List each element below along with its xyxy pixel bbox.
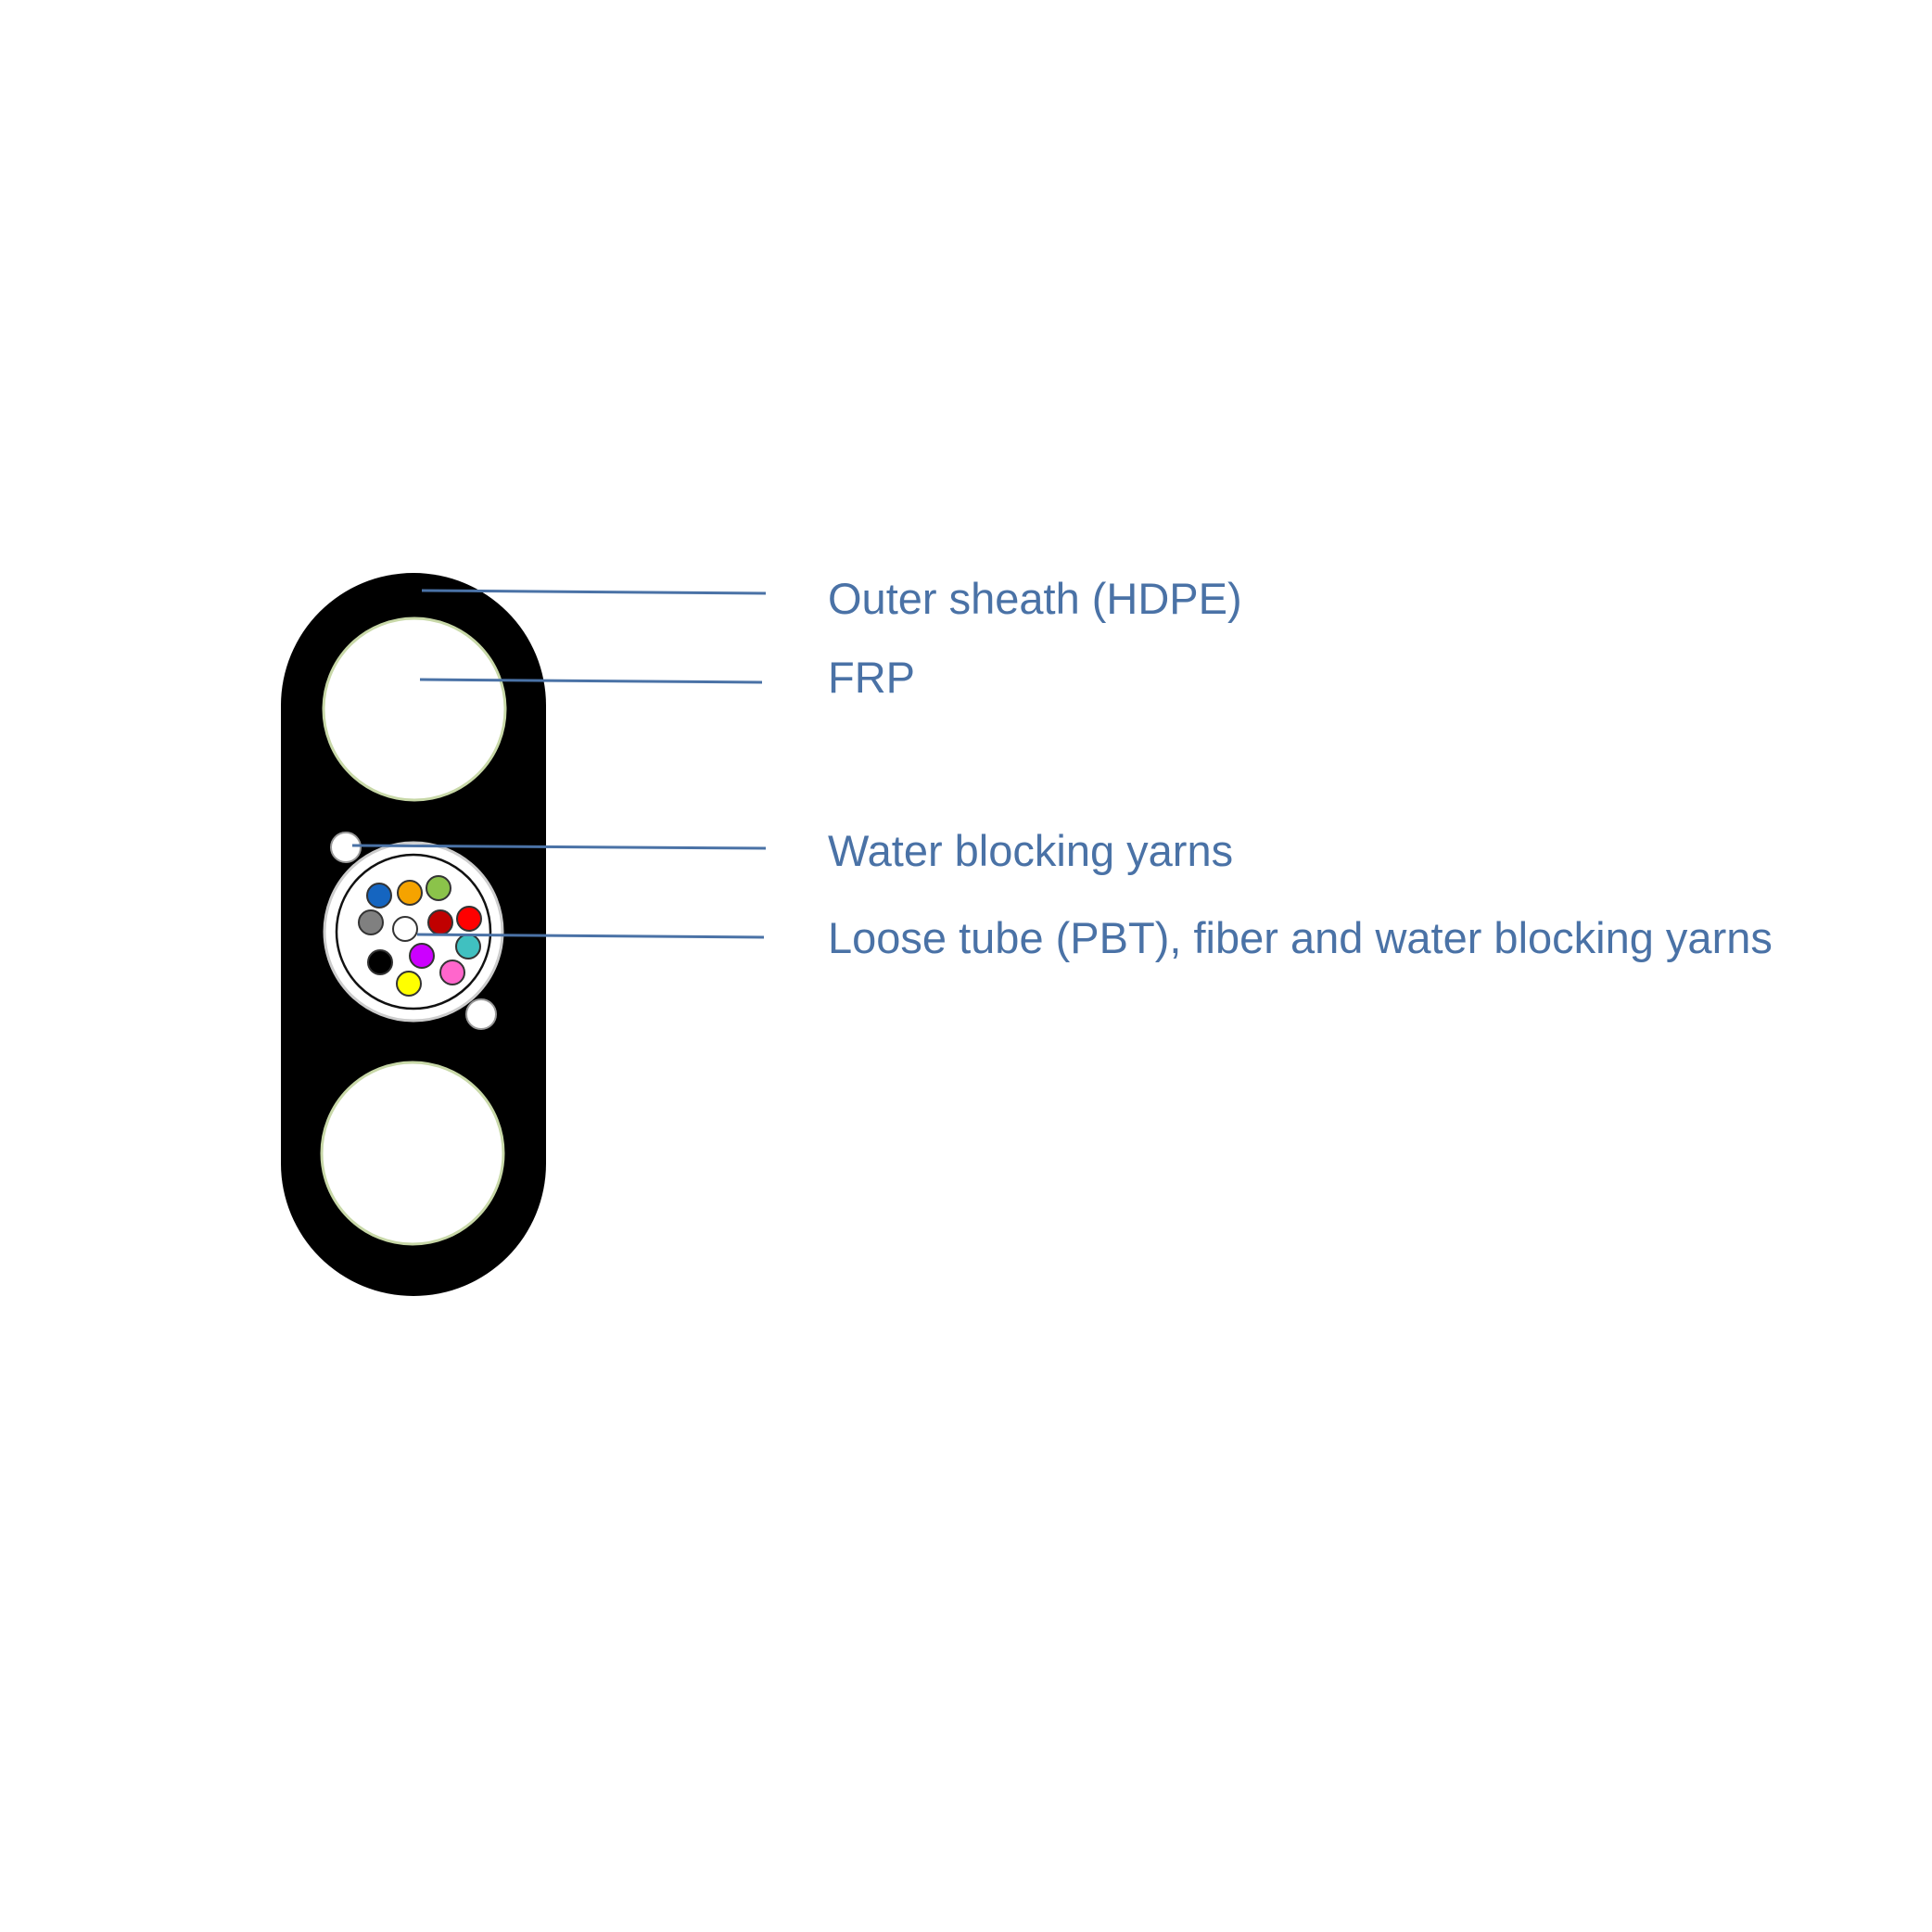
fiber-yellow: [396, 971, 422, 997]
leader-line-frp: [419, 678, 763, 684]
leader-line-loose-tube: [416, 933, 765, 939]
label-water-blocking-yarns: Water blocking yarns: [828, 826, 1233, 875]
fiber-blue: [366, 883, 392, 909]
label-loose-tube: Loose tube (PBT), fiber and water blocki…: [828, 913, 1773, 962]
fiber-dark-red: [427, 909, 453, 935]
fiber-white: [392, 916, 418, 942]
fibers-group: [358, 875, 482, 997]
leader-line-outer-sheath: [421, 589, 767, 595]
leader-line-water-blocking-yarns: [351, 844, 767, 850]
fiber-orange: [397, 880, 423, 906]
water-blocking-yarn-right: [465, 998, 497, 1030]
frp-bottom: [320, 1061, 505, 1246]
label-frp: FRP: [828, 653, 915, 702]
fiber-aqua: [455, 934, 481, 960]
fiber-violet: [409, 943, 435, 969]
fiber-red: [456, 906, 482, 932]
frp-top: [322, 616, 507, 802]
water-blocking-yarn-left: [330, 832, 362, 863]
label-outer-sheath: Outer sheath (HDPE): [828, 574, 1242, 623]
fiber-pink: [439, 960, 465, 985]
fiber-black: [367, 949, 393, 975]
fiber-green: [426, 875, 451, 901]
fiber-gray: [358, 909, 384, 935]
